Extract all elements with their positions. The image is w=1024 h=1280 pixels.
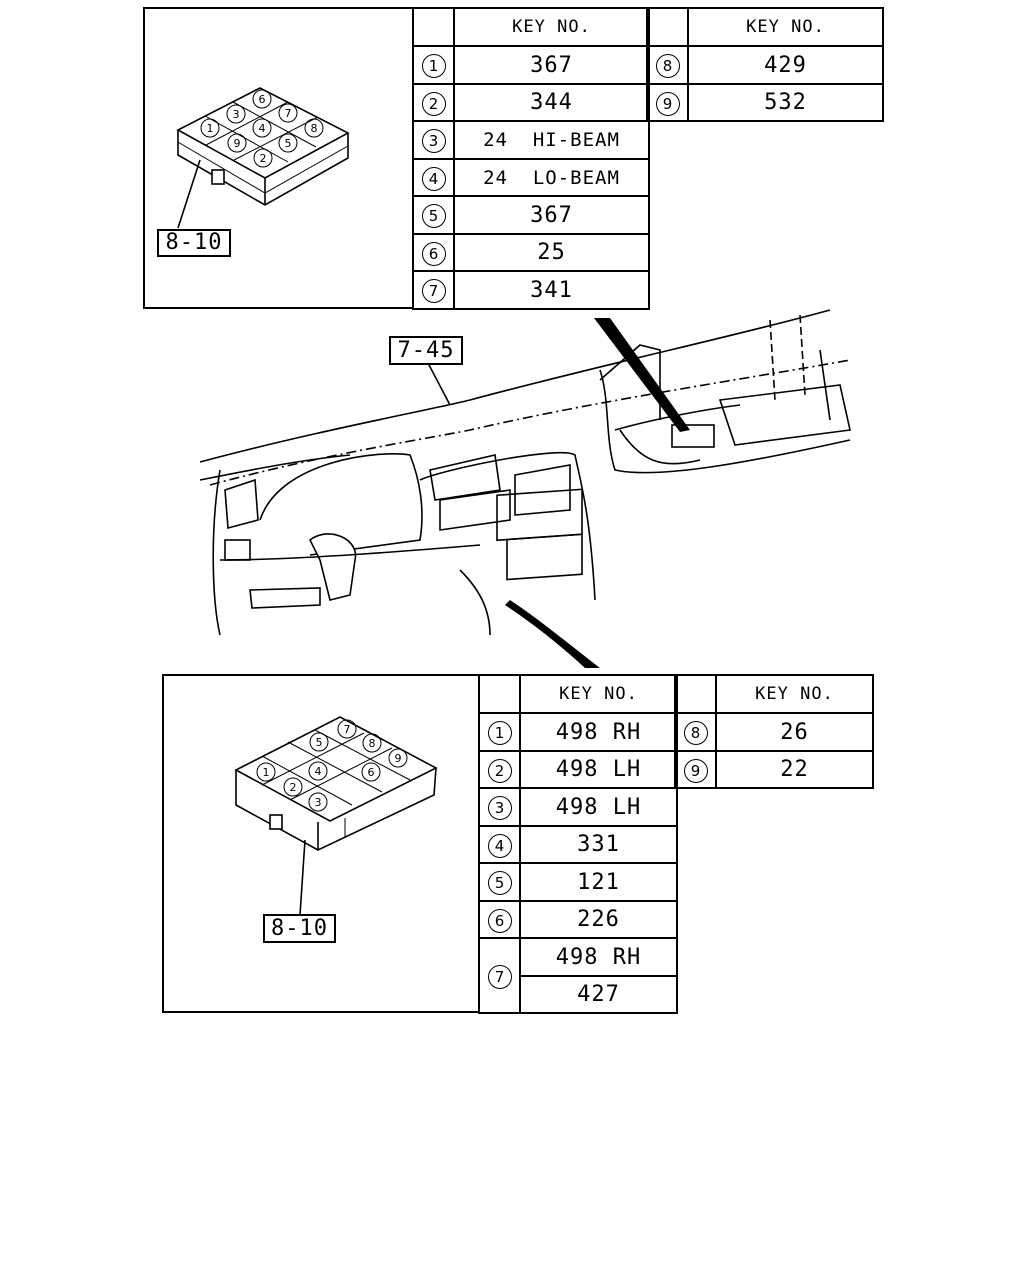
top-row-8-num: 8 (646, 45, 689, 85)
bottom-row-9-num: 9 (674, 750, 717, 789)
top-row-2-num: 2 (412, 83, 455, 122)
bottom-header-key-no: KEY NO. (519, 674, 678, 714)
top-part-leader (177, 159, 201, 229)
top-switch-number-7: 7 (285, 107, 292, 120)
top-row-8-value: 429 (687, 45, 884, 85)
top-row-2-value: 344 (453, 83, 650, 122)
top-row-7-value: 341 (453, 270, 650, 310)
bottom-row-4-num: 4 (478, 825, 521, 864)
top-right-header-key-no: KEY NO. (687, 7, 884, 47)
bottom-row-1-value: 498 RH (519, 712, 678, 752)
top-row-9-value: 532 (687, 83, 884, 122)
top-switch-number-2: 2 (260, 152, 267, 165)
top-switch-number-3: 3 (233, 108, 240, 121)
top-part-ref-label: 8-10 (157, 229, 231, 257)
dashboard-outline (199, 309, 851, 636)
bottom-switch-number-1: 1 (263, 766, 270, 779)
top-row-5-value: 367 (453, 195, 650, 235)
bottom-switch-number-5: 5 (316, 736, 323, 749)
bottom-callout-wedge (505, 600, 600, 668)
top-switch-number-4: 4 (259, 122, 266, 135)
bottom-row-8-value: 26 (715, 712, 874, 752)
bottom-row-7-num: 7 (478, 937, 521, 1014)
bottom-switch-number-3: 3 (315, 796, 322, 809)
top-header-key-no: KEY NO. (453, 7, 650, 47)
top-row-9-num: 9 (646, 83, 689, 122)
top-switch-number-6: 6 (259, 93, 266, 106)
top-row-6-value: 25 (453, 233, 650, 272)
bottom-switch-number-6: 6 (368, 766, 375, 779)
bottom-row-7-value: 498 RH (519, 937, 678, 977)
bottom-row-8-num: 8 (674, 712, 717, 752)
bottom-row-5-num: 5 (478, 862, 521, 902)
top-switch-number-5: 5 (285, 137, 292, 150)
top-key-table-right: KEY NO. 8 429 9 532 (646, 7, 884, 122)
top-switch-numbers: 1 9 2 3 4 5 6 7 8 (200, 89, 324, 168)
bottom-switch-number-9: 9 (395, 752, 402, 765)
bottom-row-6-value: 226 (519, 900, 678, 939)
bottom-switch-number-4: 4 (315, 765, 322, 778)
bottom-row-9-value: 22 (715, 750, 874, 789)
top-switch-number-1: 1 (207, 122, 214, 135)
bottom-row-6-num: 6 (478, 900, 521, 939)
bottom-switch-number-2: 2 (290, 781, 297, 794)
bottom-row-3-value: 498 LH (519, 787, 678, 827)
bottom-part-ref-label: 8-10 (263, 914, 336, 943)
top-row-4-num: 4 (412, 158, 455, 197)
top-row-1-value: 367 (453, 45, 650, 85)
top-row-7-num: 7 (412, 270, 455, 310)
top-row-6-num: 6 (412, 233, 455, 272)
dash-ref-label: 7-45 (389, 336, 463, 365)
bottom-key-table-left: KEY NO. 1 498 RH 2 498 LH 3 498 LH 4 331… (478, 674, 678, 1014)
top-key-table-left: KEY NO. 1 367 2 344 3 24 HI-BEAM 4 24 LO… (412, 7, 650, 310)
top-num-header (412, 7, 455, 47)
top-right-num-header (646, 7, 689, 47)
bottom-row-7-value-2: 427 (519, 975, 678, 1014)
top-row-5-num: 5 (412, 195, 455, 235)
top-row-3-num: 3 (412, 120, 455, 160)
bottom-row-2-num: 2 (478, 750, 521, 789)
bottom-row-5-value: 121 (519, 862, 678, 902)
bottom-row-3-num: 3 (478, 787, 521, 827)
bottom-num-header (478, 674, 521, 714)
top-row-1-num: 1 (412, 45, 455, 85)
bottom-switch-numbers: 1 2 3 4 5 6 7 8 9 (256, 719, 408, 812)
bottom-switch-number-8: 8 (369, 737, 376, 750)
bottom-row-4-value: 331 (519, 825, 678, 864)
bottom-row-1-num: 1 (478, 712, 521, 752)
bottom-right-header-key-no: KEY NO. (715, 674, 874, 714)
top-switch-number-9: 9 (234, 137, 241, 150)
bottom-switch-block (234, 716, 438, 851)
top-row-4-value: 24 LO-BEAM (453, 158, 650, 197)
bottom-key-table-right: KEY NO. 8 26 9 22 (674, 674, 874, 789)
top-row-3-value: 24 HI-BEAM (453, 120, 650, 160)
dash-ref-leader (427, 362, 451, 406)
bottom-right-num-header (674, 674, 717, 714)
bottom-switch-number-7: 7 (344, 723, 351, 736)
top-callout-wedge (594, 318, 690, 432)
top-switch-block (176, 87, 350, 206)
top-switch-number-8: 8 (311, 122, 318, 135)
bottom-row-2-value: 498 LH (519, 750, 678, 789)
bottom-part-leader (299, 839, 306, 916)
